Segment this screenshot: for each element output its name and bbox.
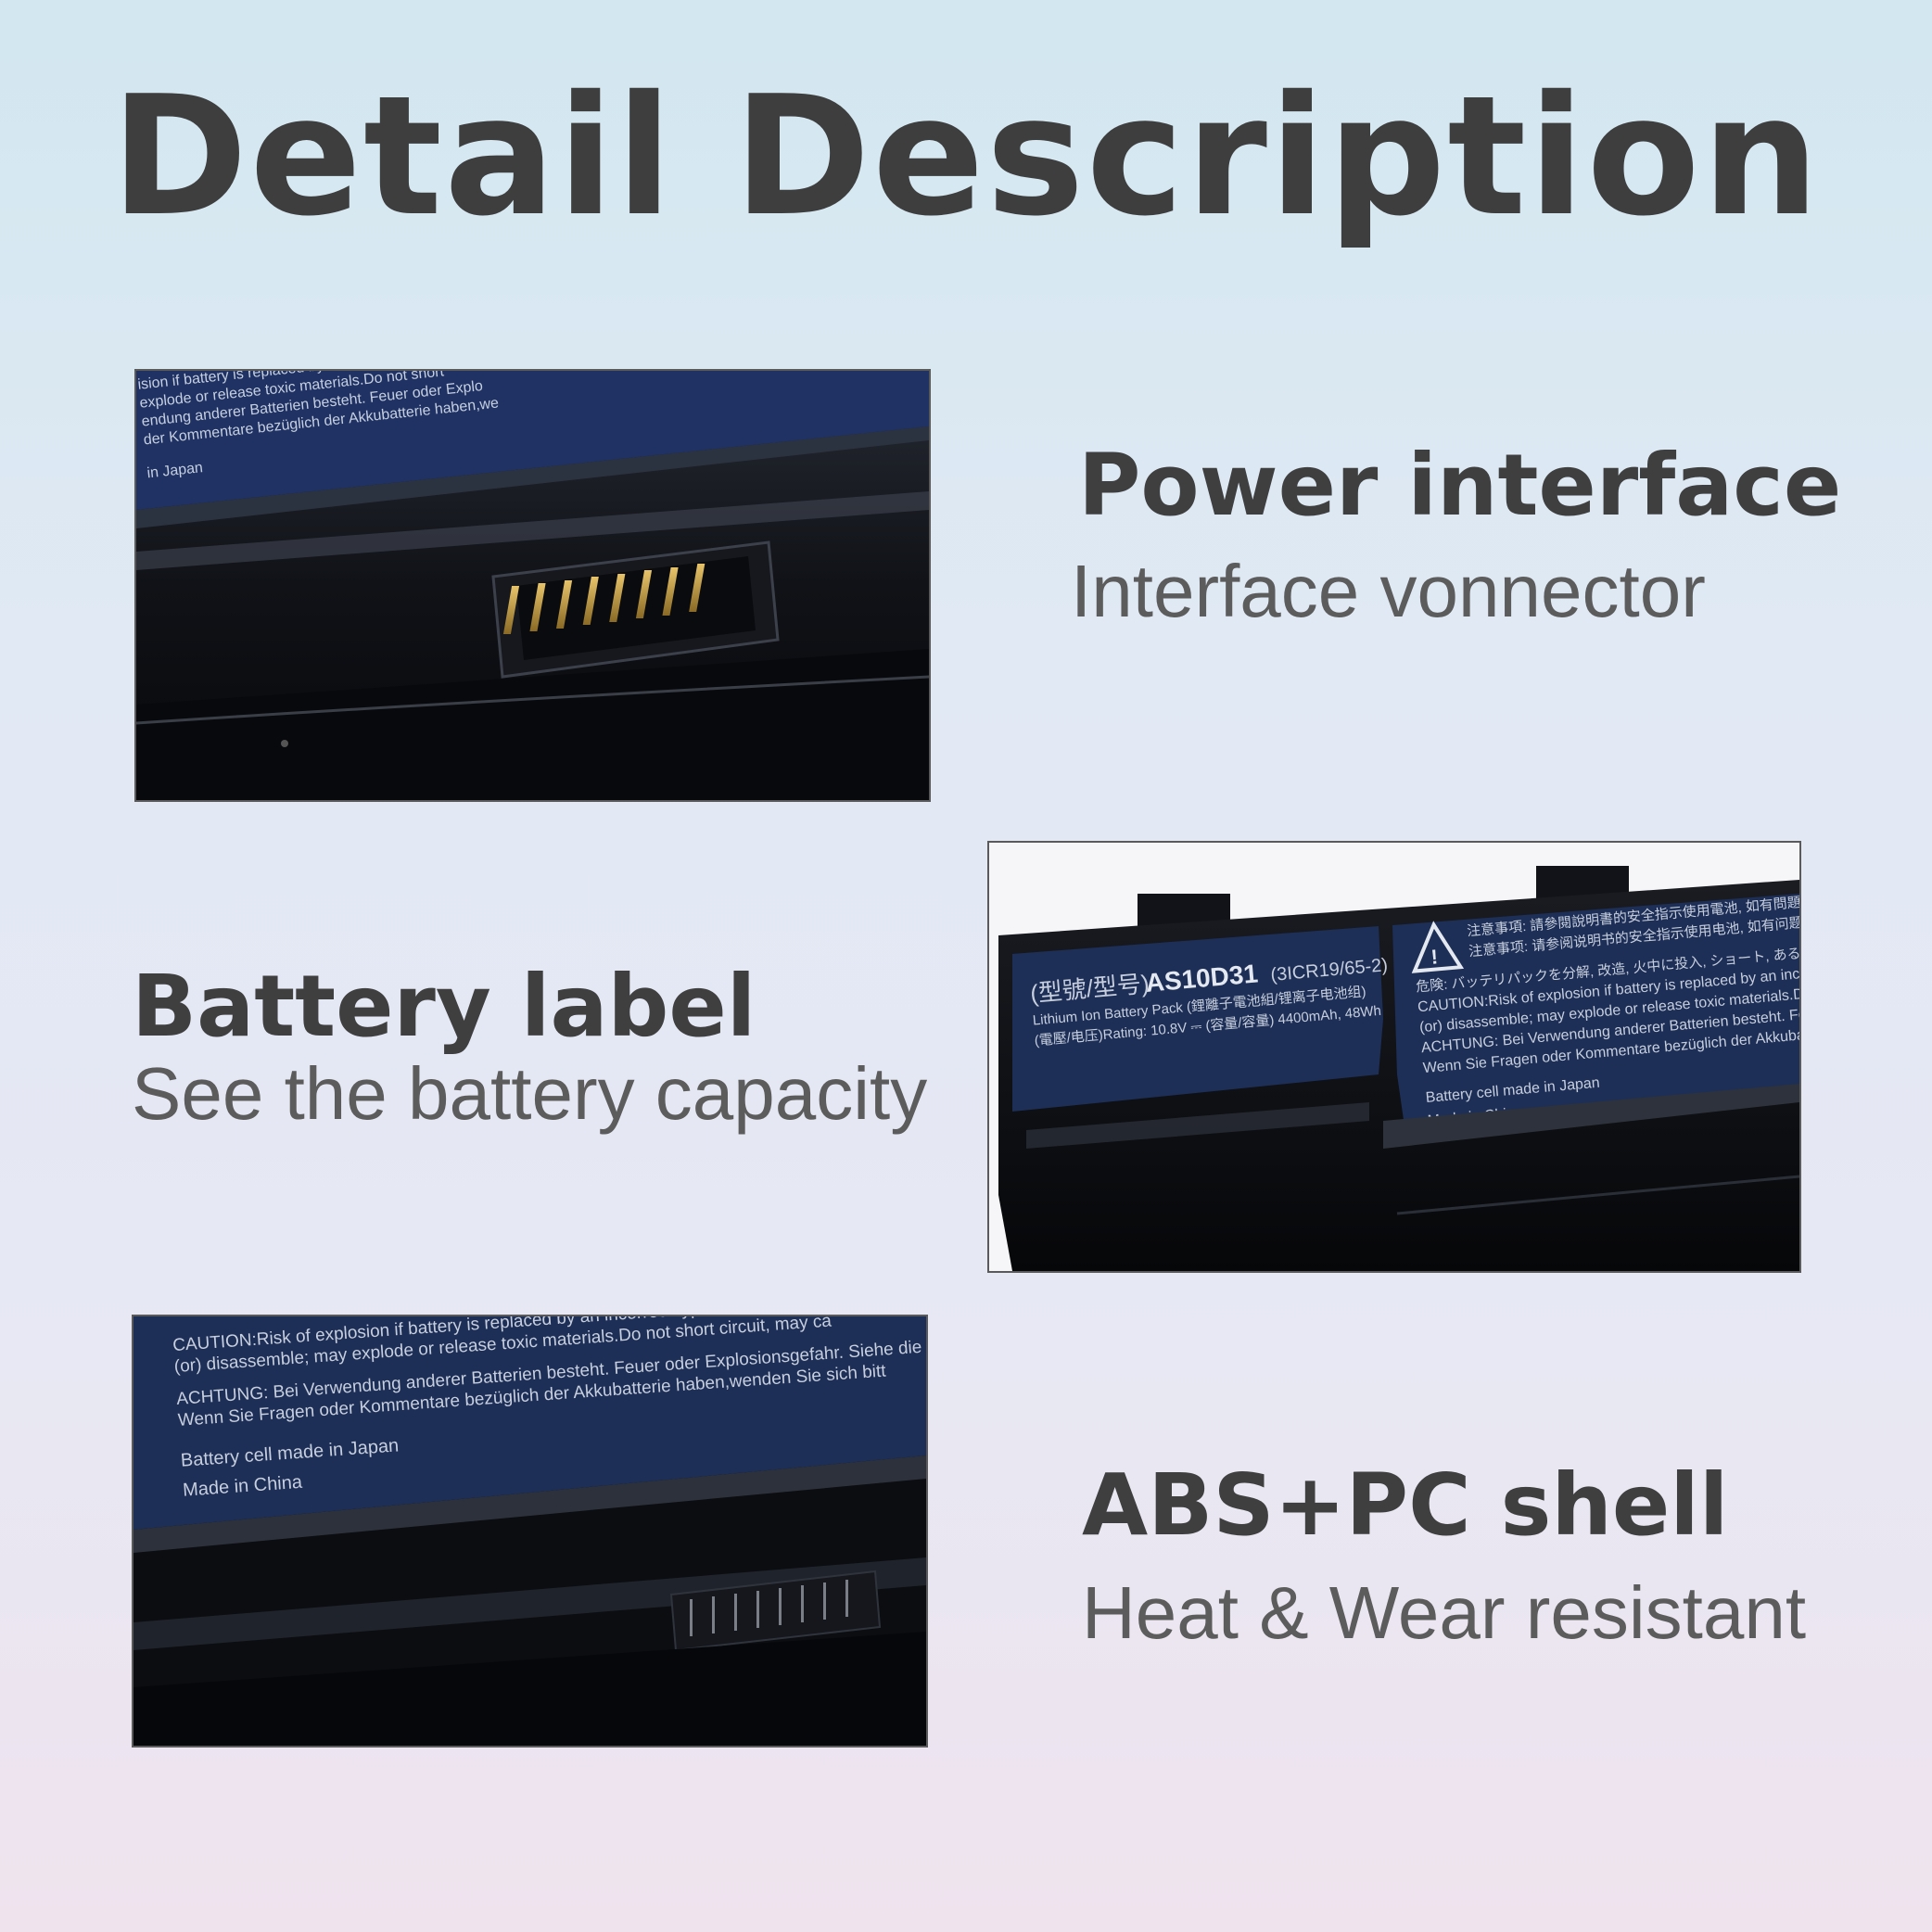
- page-title: Detail Description: [110, 60, 1822, 252]
- battery-label-photo: (型號/型号) AS10D31 (3ICR19/65-2) Lithium Io…: [987, 841, 1801, 1273]
- feature-heading-battery-label: Battery label: [132, 957, 756, 1056]
- label-strip: [136, 371, 929, 510]
- shell-photo: CAUTION:Risk of explosion if battery is …: [132, 1315, 928, 1748]
- label-model-panel: [1012, 926, 1383, 1112]
- connector-illustration: ision if battery is replaced by an incor…: [136, 371, 929, 800]
- feature-heading-power-interface: Power interface: [1078, 436, 1842, 535]
- shell-connector-port: [669, 1570, 882, 1652]
- connector-photo: ision if battery is replaced by an incor…: [134, 369, 931, 802]
- label-strip: [133, 1316, 926, 1530]
- feature-heading-abs-pc-shell: ABS+PC shell: [1082, 1455, 1729, 1555]
- warning-triangle-icon: [1411, 921, 1465, 973]
- label-warning-panel: [1392, 894, 1799, 1139]
- feature-subtitle-battery-label: See the battery capacity: [132, 1052, 928, 1135]
- warning-exclamation-icon: !: [1430, 945, 1438, 969]
- label-text-line: in Japan: [146, 460, 204, 481]
- feature-subtitle-abs-pc-shell: Heat & Wear resistant: [1082, 1571, 1807, 1654]
- feature-subtitle-power-interface: Interface vonnector: [1071, 550, 1706, 632]
- battery-label-illustration: (型號/型号) AS10D31 (3ICR19/65-2) Lithium Io…: [989, 843, 1799, 1271]
- connector-port: [491, 540, 780, 679]
- shell-illustration: CAUTION:Risk of explosion if battery is …: [133, 1316, 926, 1746]
